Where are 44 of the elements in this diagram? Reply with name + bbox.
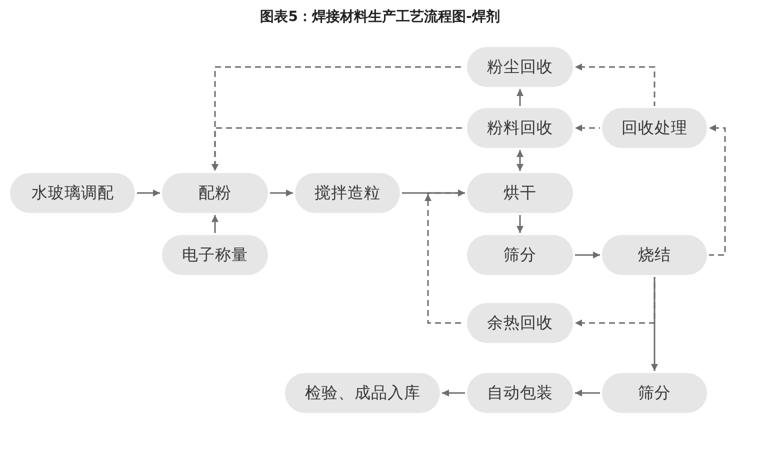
- dashed-arrow: [575, 64, 656, 106]
- arrow: [270, 190, 293, 196]
- step-label: 烘干: [504, 183, 536, 203]
- process-step: [467, 303, 573, 343]
- dashed-arrow: [575, 124, 600, 132]
- arrow: [516, 89, 524, 106]
- arrow: [575, 252, 600, 258]
- step-label: 自动包装: [487, 383, 553, 403]
- process-step: [467, 47, 573, 87]
- step-label: 粉尘回收: [487, 57, 553, 77]
- step-label: 搅拌造粒: [314, 183, 380, 203]
- arrow: [442, 390, 465, 396]
- process-step: [467, 235, 573, 275]
- process-step: [162, 235, 268, 275]
- arrow: [575, 390, 600, 396]
- process-step: [467, 373, 573, 413]
- arrow: [402, 190, 465, 201]
- step-label: 检验、成品入库: [304, 383, 420, 403]
- step-label: 筛分: [504, 245, 536, 265]
- chart-title: 图表5：焊接材料生产工艺流程图-焊剂: [260, 8, 500, 26]
- arrow: [137, 190, 160, 196]
- arrow: [212, 215, 218, 233]
- step-label: 配粉: [198, 183, 232, 203]
- step-label: 余热回收: [487, 313, 553, 333]
- dashed-arrow: [709, 124, 726, 256]
- process-step: [285, 373, 440, 413]
- step-label: 电子称量: [182, 245, 248, 265]
- process-step: [162, 173, 268, 213]
- step-label: 回收处理: [622, 118, 688, 138]
- process-step: [602, 108, 707, 148]
- process-step: [10, 173, 135, 213]
- process-step: [602, 373, 707, 413]
- process-step: [467, 173, 573, 213]
- dashed-arrow: [212, 127, 465, 171]
- step-label: 筛分: [638, 383, 671, 403]
- double-headed-arrow: [516, 150, 524, 171]
- step-label: 粉料回收: [487, 118, 553, 138]
- arrow: [516, 215, 524, 233]
- process-step: [295, 173, 400, 213]
- step-label: 水玻璃调配: [31, 183, 114, 203]
- process-step: [467, 108, 573, 148]
- process-step: [602, 235, 707, 275]
- step-label: 烧结: [638, 245, 671, 265]
- arrow: [651, 277, 658, 371]
